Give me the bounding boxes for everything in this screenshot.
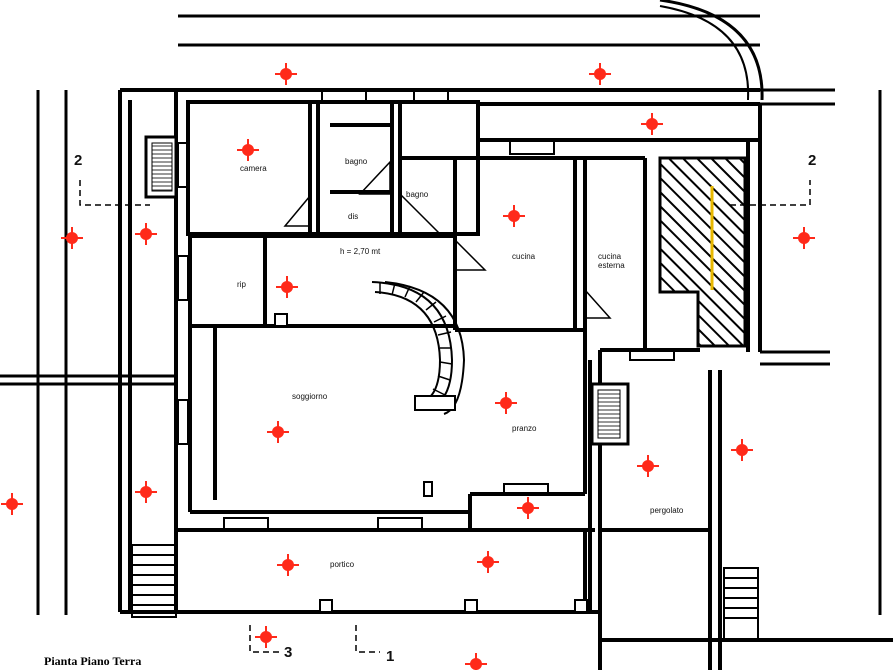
window-marks <box>177 89 675 531</box>
room-label-camera: camera <box>240 164 267 173</box>
room-label-cucina: cucina <box>512 252 536 261</box>
side-dimension-lines <box>36 90 882 615</box>
fireplace-right <box>590 382 630 446</box>
survey-marker <box>275 63 297 85</box>
survey-marker <box>641 113 663 135</box>
survey-marker <box>255 626 277 648</box>
survey-marker <box>61 227 83 249</box>
survey-marker <box>135 481 157 503</box>
survey-marker <box>135 223 157 245</box>
room-label-dis: dis <box>348 212 359 221</box>
section-mark-2-right: 2 <box>808 152 817 169</box>
top-dimension-lines <box>178 14 760 47</box>
survey-marker <box>237 139 259 161</box>
height-note: h = 2,70 mt <box>340 247 381 256</box>
survey-marker <box>503 205 525 227</box>
spiral-staircase <box>371 281 466 415</box>
columns <box>274 313 588 613</box>
red-cross-marker-icon <box>1 63 815 670</box>
room-label-pergolato: pergolato <box>650 506 684 515</box>
room-label-pranzo: pranzo <box>512 424 537 433</box>
room-label-portico: portico <box>330 560 355 569</box>
survey-marker <box>276 276 298 298</box>
survey-marker <box>793 227 815 249</box>
room-label-soggiorno: soggiorno <box>292 392 328 401</box>
survey-marker <box>267 421 289 443</box>
survey-marker <box>637 455 659 477</box>
room-label-bagno-2: bagno <box>406 190 429 199</box>
survey-marker <box>1 493 23 515</box>
survey-marker <box>477 551 499 573</box>
interior-walls <box>186 100 893 670</box>
drawing-title: Pianta Piano Terra <box>44 654 142 668</box>
door-swings <box>283 160 612 319</box>
fireplace-left <box>144 135 178 199</box>
exterior-stairs-left <box>131 544 177 618</box>
section-mark-2-left: 2 <box>74 152 83 169</box>
survey-marker <box>731 439 753 461</box>
section-mark-3: 3 <box>284 644 293 661</box>
exterior-stairs-right <box>723 567 759 641</box>
survey-marker <box>465 653 487 670</box>
room-label-bagno-1: bagno <box>345 157 368 166</box>
survey-marker <box>277 554 299 576</box>
room-label-rip: rip <box>237 280 246 289</box>
survey-marker <box>517 497 539 519</box>
section-marks <box>79 180 811 653</box>
room-label-cucina-esterna: cucina esterna <box>598 252 625 270</box>
survey-marker <box>589 63 611 85</box>
hatched-block <box>658 156 747 348</box>
curved-terrace-wall <box>659 0 764 101</box>
section-mark-1: 1 <box>386 648 395 665</box>
survey-marker <box>495 392 517 414</box>
